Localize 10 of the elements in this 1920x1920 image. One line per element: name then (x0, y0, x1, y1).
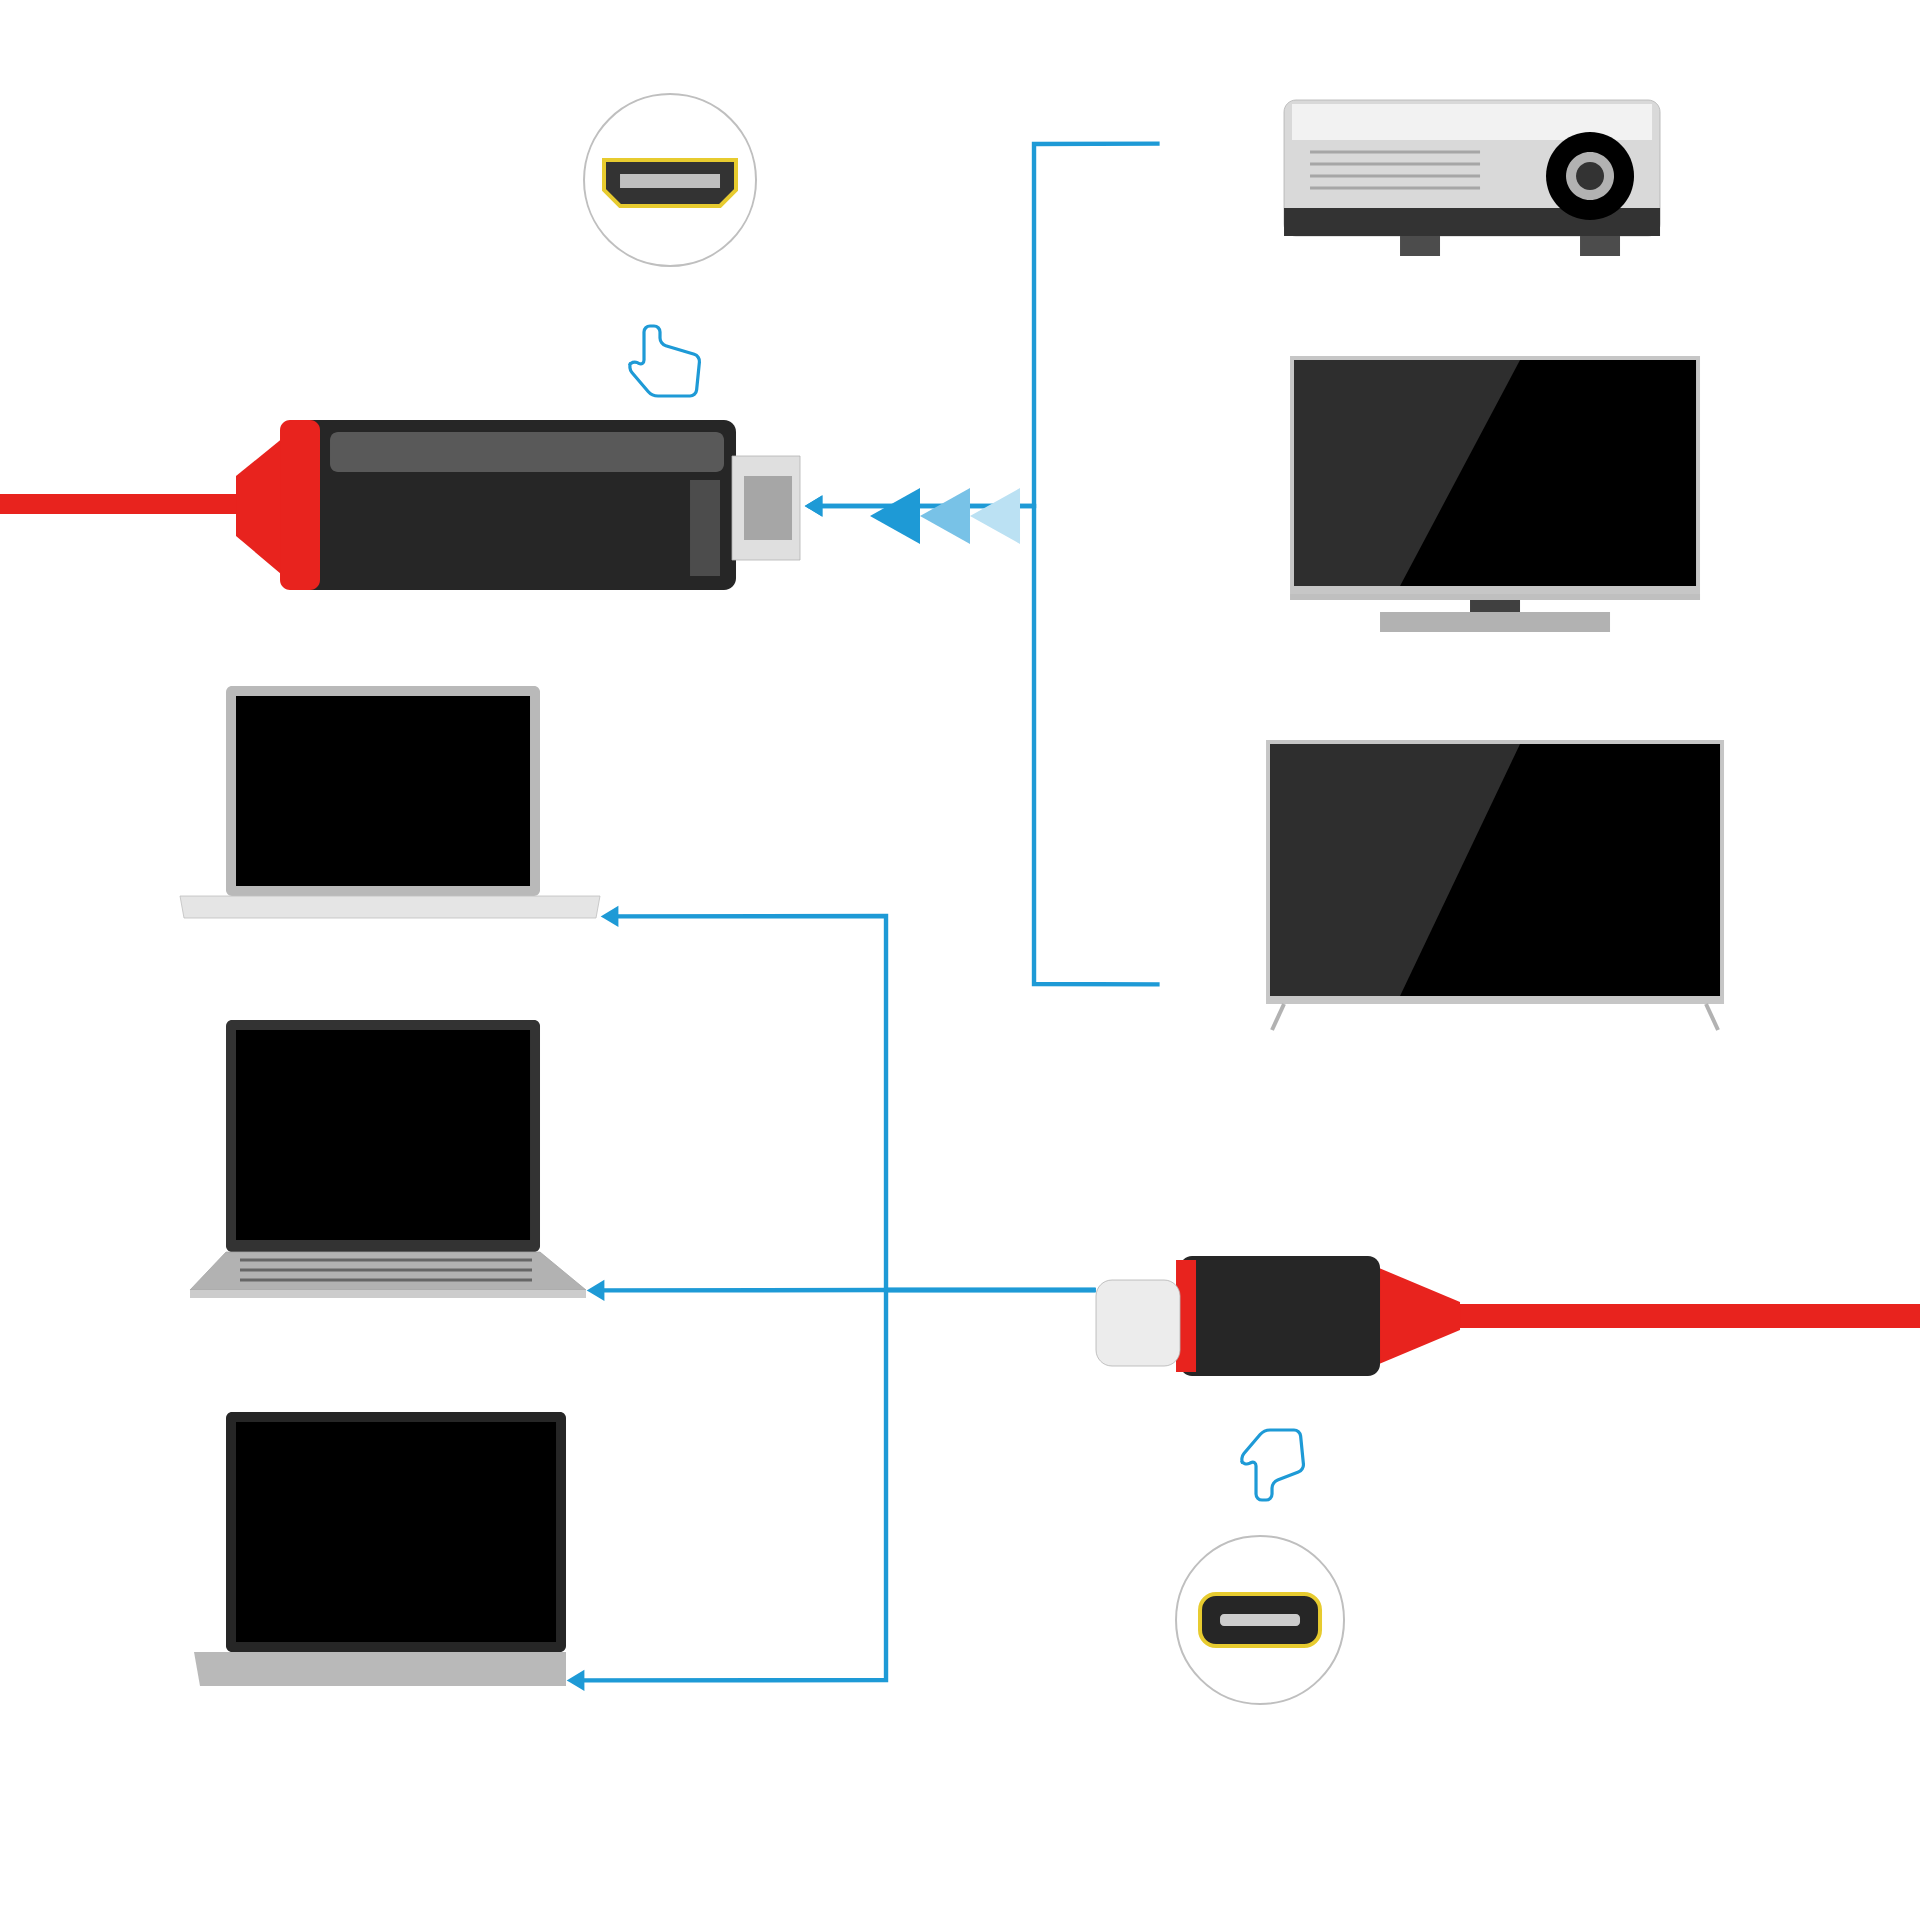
tv-drawing (1290, 356, 1701, 632)
usb-c-cable-drawing (1095, 1256, 1920, 1376)
laptop-drawing (179, 686, 601, 919)
hdmi-cable-drawing (0, 420, 801, 590)
laptop-drawing (189, 1020, 587, 1298)
hdmi-port-drawing (583, 93, 757, 267)
usb-c-port-drawing (1175, 1535, 1346, 1705)
tv-drawing (1266, 740, 1725, 1031)
laptop-drawing (194, 1412, 566, 1686)
projector-drawing (1283, 99, 1661, 256)
